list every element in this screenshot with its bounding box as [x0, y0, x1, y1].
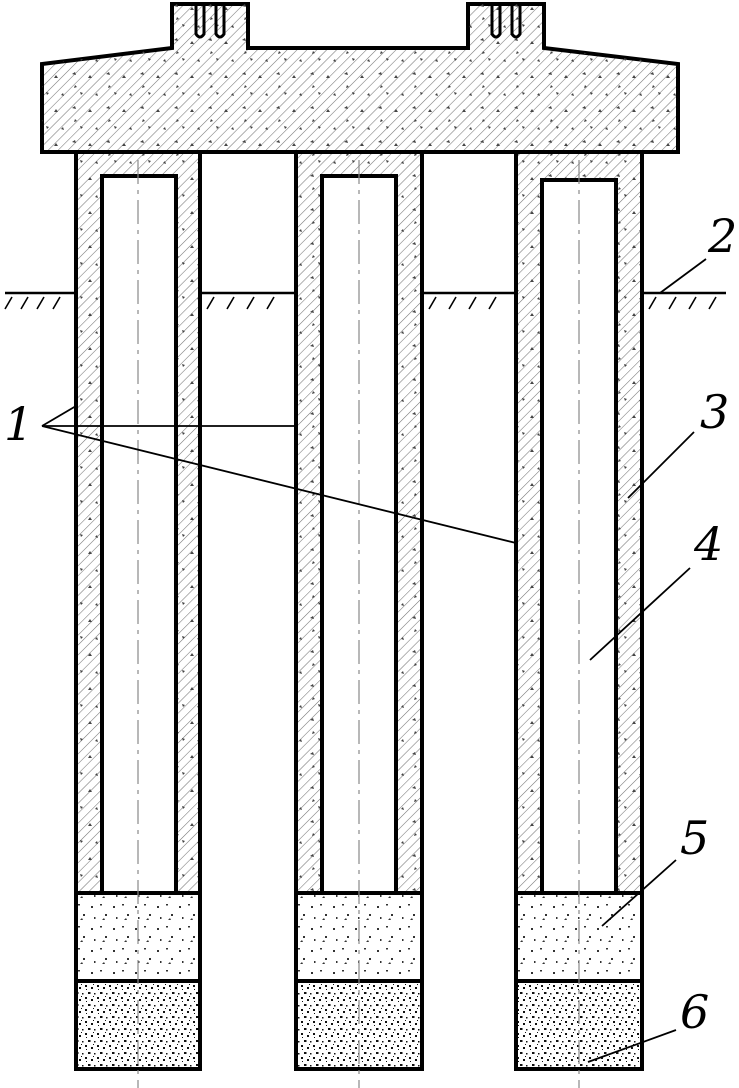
pile-cap [40, 2, 680, 154]
leader-4 [589, 567, 691, 661]
leader-lines [41, 258, 707, 1063]
leader-3 [627, 431, 695, 499]
callout-1: 1 [4, 397, 33, 451]
callout-2: 2 [707, 209, 737, 263]
leader-6 [587, 1029, 677, 1063]
rebar-left [194, 4, 226, 39]
ground-surface [4, 291, 726, 310]
callout-3: 3 [700, 385, 729, 439]
leader-1-left [41, 405, 77, 427]
rebar-right [490, 4, 522, 39]
leader-2 [659, 258, 707, 294]
callout-labels: 1 2 3 4 5 6 [4, 209, 737, 1039]
pile-right [514, 150, 644, 1088]
callout-6: 6 [680, 985, 709, 1039]
leader-5 [601, 859, 677, 927]
pile-left [74, 150, 202, 1088]
callout-4: 4 [693, 517, 723, 571]
callout-5: 5 [680, 811, 709, 865]
pile-middle [294, 150, 424, 1088]
leader-1-right [41, 425, 517, 544]
